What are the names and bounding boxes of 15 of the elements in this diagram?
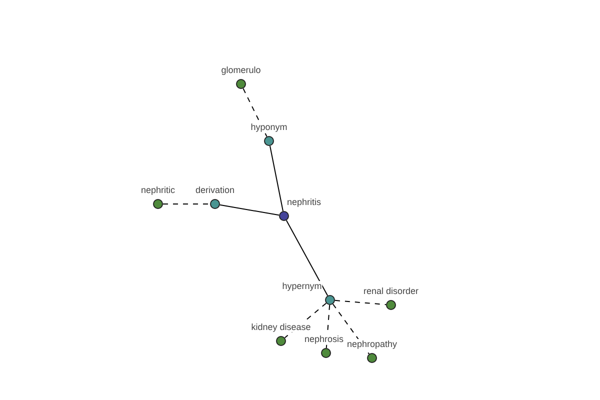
connector-line	[219, 204, 280, 216]
connector-line	[269, 145, 284, 212]
node-label: hypernym	[282, 281, 322, 291]
dashed-line	[332, 304, 370, 354]
dashed-line	[334, 300, 387, 306]
node-label: nephropathy	[346, 339, 398, 349]
node-label: derivation	[195, 185, 235, 195]
connector-line	[286, 220, 328, 296]
node-label: renal disorder	[363, 286, 419, 296]
node-label: nephritis	[286, 197, 322, 207]
node-label: kidney disease	[251, 322, 311, 332]
node-label: nephritic	[140, 185, 176, 195]
node-label: glomerulo	[221, 65, 261, 75]
node-label: hyponym	[250, 122, 288, 132]
node-label: nephrosis	[304, 334, 344, 344]
